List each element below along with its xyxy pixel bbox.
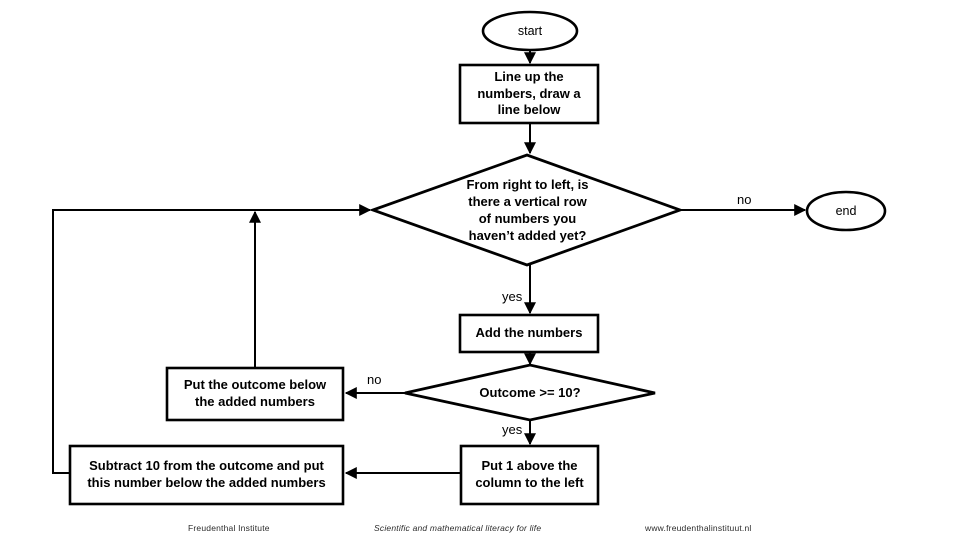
outcome-decision-shape: [404, 363, 656, 422]
add-numbers-process-shape: [458, 313, 600, 354]
edge-label-check-row-no: no: [737, 192, 752, 207]
start-terminal-shape: [481, 10, 579, 52]
subtract-ten-process-shape: [68, 444, 345, 506]
footer-website: www.freudenthalinstituut.nl: [645, 523, 752, 533]
end-terminal-shape: [805, 190, 887, 232]
edge-subtract-ten-loop-back: [52, 204, 372, 474]
put-outcome-process-shape: [165, 366, 345, 422]
edge-label-outcome-no: no: [367, 372, 382, 387]
edge-label-check-row-yes: yes: [502, 289, 523, 304]
put-one-process-shape: [459, 444, 600, 506]
edge-label-outcome-yes: yes: [502, 422, 523, 437]
check-row-decision-shape: [368, 153, 685, 267]
footer-institute: Freudenthal Institute: [188, 523, 270, 533]
footer-tagline: Scientific and mathematical literacy for…: [374, 523, 542, 533]
line-up-process-shape: [458, 63, 600, 125]
